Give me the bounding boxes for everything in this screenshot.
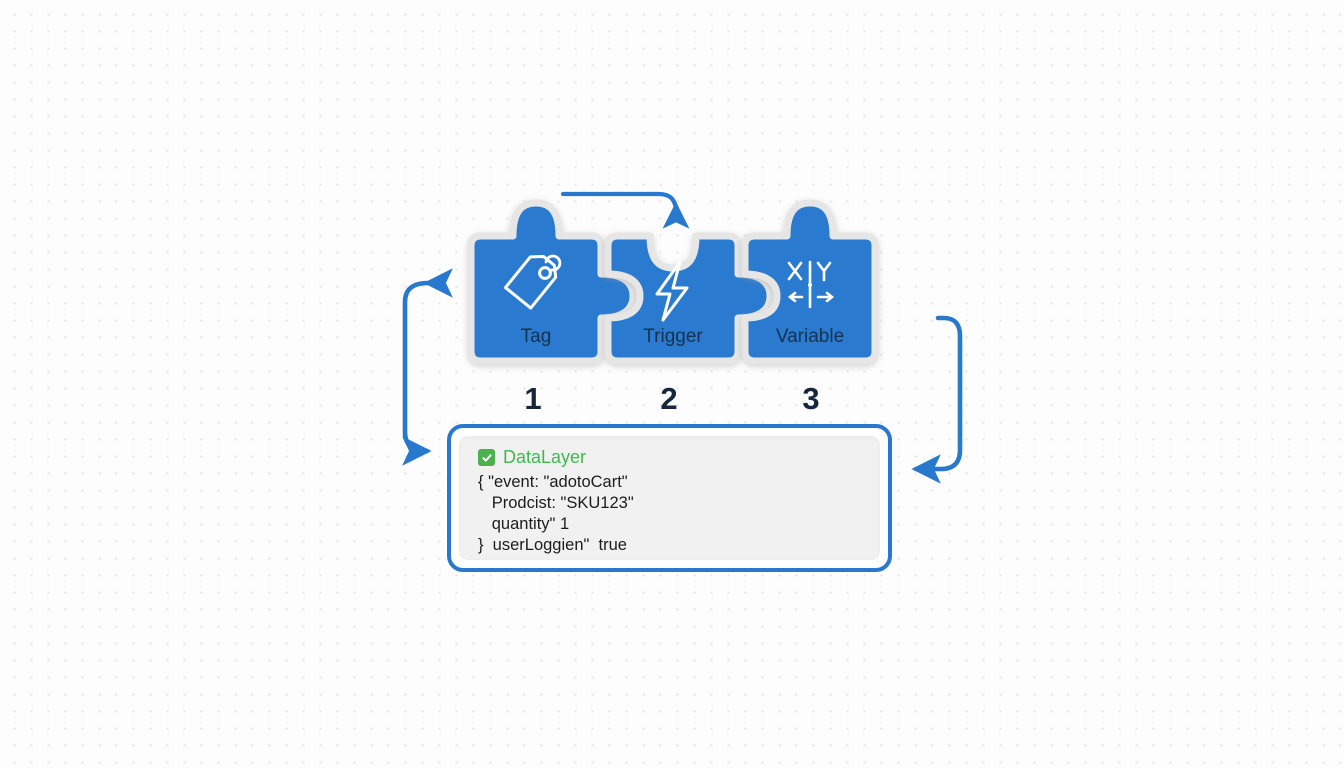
step-number-1: 1 [524,381,542,416]
datalayer-header: DataLayer [478,447,861,468]
step-number-3: 3 [802,381,820,416]
datalayer-title: DataLayer [503,447,587,467]
piece-label-tag: Tag [521,326,552,347]
datalayer-json-line: Prodcist: "SKU123" [478,494,634,512]
puzzle-piece-trigger[interactable]: Trigger [604,232,774,365]
datalayer-inner-panel: DataLayer { "event: "adotoCart" Prodcist… [459,436,880,560]
trigger-piece-shape[interactable] [604,232,774,365]
datalayer-json-line: { "event: "adotoCart" [478,473,628,491]
piece-label-trigger: Trigger [643,326,703,347]
price-tag-icon [503,254,562,310]
step-number-2: 2 [660,381,678,416]
datalayer-json-line: quantity" 1 [478,515,570,533]
puzzle-piece-variable[interactable]: Variable [741,199,879,365]
green-check-icon [478,449,495,466]
piece-label-variable: Variable [776,326,844,347]
datalayer-panel[interactable]: DataLayer { "event: "adotoCart" Prodcist… [447,424,892,572]
puzzle-piece-tag[interactable]: Tag [467,199,637,365]
datalayer-json-line: } userLoggien" true [478,536,627,554]
arrow-tag-to-trigger [560,191,690,229]
variable-xy-icon [787,260,835,309]
lightning-bolt-icon [655,260,689,322]
arrow-datalayer-to-tag [402,268,453,466]
arrow-variable-to-datalayer [911,315,963,484]
